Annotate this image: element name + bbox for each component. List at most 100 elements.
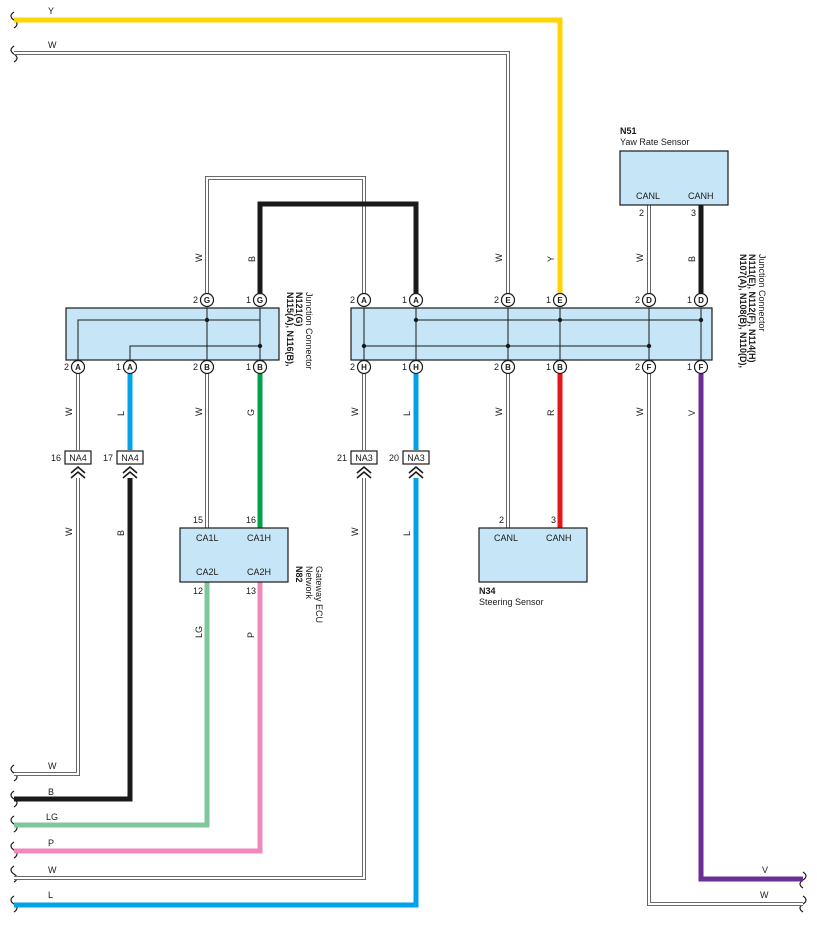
- na3-label: NA3: [355, 453, 373, 463]
- pin-letter: A: [361, 296, 367, 305]
- wire-w-a2-left: [14, 374, 80, 776]
- n34-name: Steering Sensor: [479, 597, 544, 607]
- wire-w-h2: [14, 374, 366, 880]
- pin-letter: F: [647, 363, 652, 372]
- pin-letter: G: [257, 296, 263, 305]
- n82-name1: Network: [304, 566, 314, 600]
- wire-p-n82: [14, 582, 263, 854]
- component-n82: CA1L CA1H CA2L CA2H 15 16 12 13 N82 Netw…: [179, 515, 324, 623]
- pin-number: 2: [64, 362, 69, 372]
- n34-code: N34: [479, 586, 496, 596]
- na3-pin-no: 21: [337, 453, 347, 463]
- pin-number: 2: [494, 295, 499, 305]
- wire-label: G: [246, 409, 256, 416]
- na4-label: NA4: [121, 453, 139, 463]
- junction-connector-right: [350, 307, 713, 361]
- pin-letter: B: [257, 363, 263, 372]
- n51-pin-canh: CANH: [688, 191, 714, 201]
- pin-number: 1: [687, 295, 692, 305]
- pin-number: 1: [687, 362, 692, 372]
- pin-letter: B: [204, 363, 210, 372]
- wire-b-g1-a1: [257, 201, 419, 298]
- wire-v-f1: [698, 374, 803, 882]
- n34-pin-no-l: 2: [499, 515, 504, 525]
- pin-number: 1: [546, 362, 551, 372]
- jc-left-line3: Junction Connector: [304, 292, 314, 370]
- pin-letter: D: [646, 296, 652, 305]
- na3-label: NA3: [407, 453, 425, 463]
- wire-label: W: [350, 407, 360, 416]
- n82-pin-no-12: 12: [193, 586, 203, 596]
- wire-label: L: [402, 411, 412, 416]
- wire-label: W: [194, 253, 204, 262]
- wire-b-na4-17: [14, 478, 133, 802]
- pin-number: 2: [193, 295, 198, 305]
- n34-pin-canl: CANL: [494, 533, 518, 543]
- wire-w-top: [14, 51, 510, 298]
- wire-label: LG: [46, 812, 58, 822]
- jc-left-line1: N115(A), N116(B),: [285, 292, 295, 367]
- n51-pin-canl: CANL: [636, 191, 660, 201]
- pin-letter: B: [505, 363, 511, 372]
- pin-letter: A: [127, 363, 133, 372]
- na4-pin-no: 17: [103, 453, 113, 463]
- wire-labels: Y W W B W Y W B W L W G W L W R W V W B …: [46, 6, 769, 900]
- connector-na4-16: NA4 16: [51, 450, 92, 479]
- wire-label: W: [350, 527, 360, 536]
- pin-number: 2: [635, 362, 640, 372]
- n82-name2: Gateway ECU: [314, 566, 324, 623]
- pin-markers: [70, 292, 709, 375]
- wire-label: P: [48, 838, 54, 848]
- connector-na4-17: NA4 17: [103, 450, 144, 479]
- wire-lg-n82: [14, 582, 210, 828]
- wire-label: L: [48, 890, 53, 900]
- n82-pin-no-15: 15: [193, 515, 203, 525]
- n51-pin-no-h: 3: [691, 208, 696, 218]
- pin-number: 1: [402, 295, 407, 305]
- na4-pin-no: 16: [51, 453, 61, 463]
- pin-number: 2: [494, 362, 499, 372]
- n82-pin-no-16: 16: [246, 515, 256, 525]
- pin-number: 1: [246, 362, 251, 372]
- pin-number: 2: [350, 295, 355, 305]
- connector-na3-20: NA3 20: [389, 450, 430, 479]
- wire-label: B: [687, 256, 697, 262]
- jc-left-line2: N121(G): [294, 292, 304, 327]
- wire-label: W: [64, 407, 74, 416]
- pin-letter: A: [413, 296, 419, 305]
- wire-label: R: [546, 409, 556, 416]
- wire-label: B: [48, 787, 54, 797]
- pin-number: 1: [546, 295, 551, 305]
- wire-label: L: [116, 411, 126, 416]
- pin-number: 1: [116, 362, 121, 372]
- jc-right-label: N107(A), N108(B), N110(D), N111(E), N112…: [738, 254, 767, 368]
- pin-number: 1: [246, 295, 251, 305]
- wire-label: L: [402, 531, 412, 536]
- n82-pin-no-13: 13: [246, 586, 256, 596]
- na3-pin-no: 20: [389, 453, 399, 463]
- wire-label: Y: [546, 256, 556, 262]
- pin-letter: E: [557, 296, 563, 305]
- pin-letter: H: [413, 363, 419, 372]
- pin-letter: H: [361, 363, 367, 372]
- pin-letter: F: [699, 363, 704, 372]
- pin-letter: A: [75, 363, 81, 372]
- wire-label: B: [247, 256, 257, 262]
- wire-w-f2: [647, 374, 803, 906]
- wire-label: W: [48, 865, 57, 875]
- wire-y-top: [14, 17, 563, 300]
- n34-pin-no-h: 3: [551, 515, 556, 525]
- jc-right-line2: N111(E), N112(F), N114(H): [747, 254, 757, 363]
- wire-w-g2-a2: [205, 176, 366, 298]
- junction-connector-left: [65, 307, 280, 361]
- pin-numbers: 2 1 2 1 2 1 2 1 2 1 2 1 2 1 2 1 2 1: [64, 295, 692, 372]
- n82-pin-ca2h: CA2H: [247, 567, 271, 577]
- wire-label: W: [194, 407, 204, 416]
- wire-label: W: [635, 407, 645, 416]
- jc-left-label: N115(A), N116(B), N121(G) Junction Conne…: [285, 292, 314, 370]
- n82-code: N82: [294, 566, 304, 583]
- wire-label: W: [48, 40, 57, 50]
- wire-label: W: [64, 527, 74, 536]
- wire-label: V: [687, 410, 697, 416]
